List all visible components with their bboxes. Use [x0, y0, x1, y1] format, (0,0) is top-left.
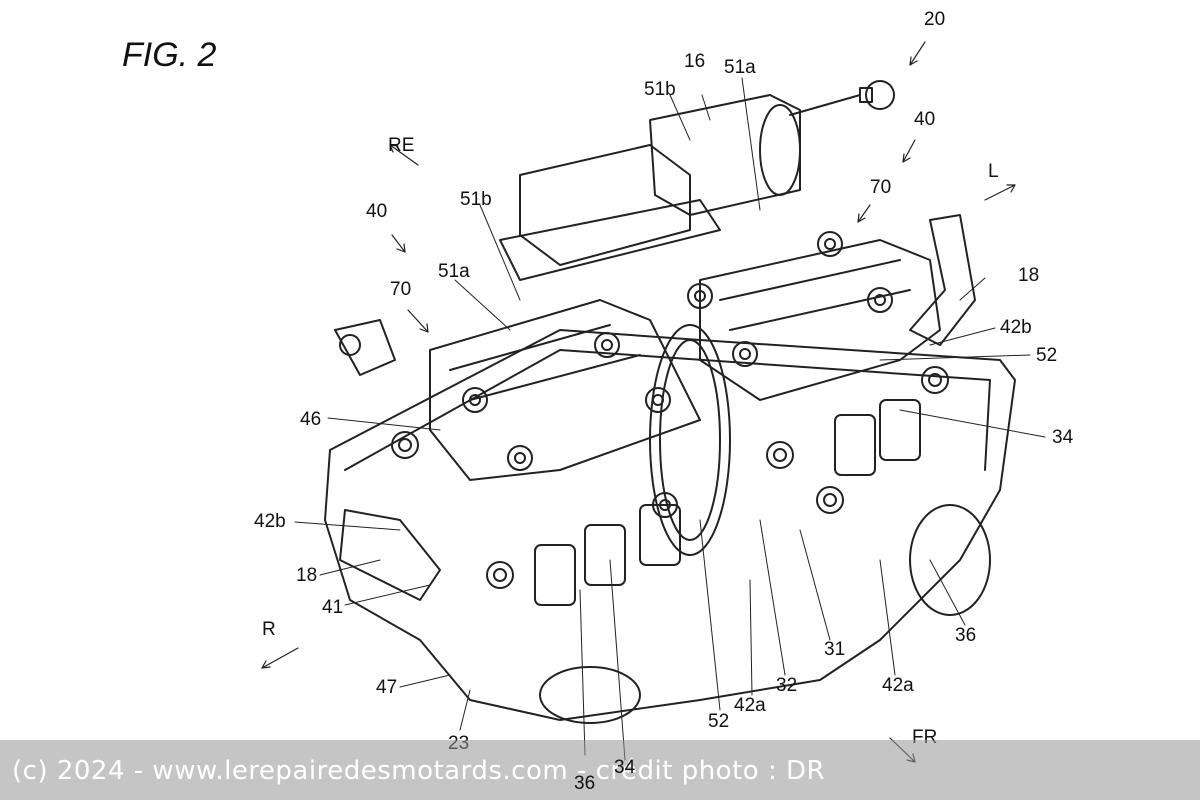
label-34: 34 [1052, 427, 1074, 448]
label-52-bottom: 52 [708, 711, 730, 732]
sensor-left [334, 319, 396, 376]
label-70-left: 70 [390, 279, 412, 300]
direction-arrows [261, 41, 1016, 763]
connector-20 [789, 94, 861, 116]
label-40-left: 40 [366, 201, 388, 222]
left-cam-housing [429, 299, 701, 481]
label-70-right: 70 [870, 177, 892, 198]
gear-housing [519, 144, 691, 266]
label-36-right: 36 [955, 625, 977, 646]
label-47: 47 [376, 677, 398, 698]
label-l: L [988, 161, 999, 182]
label-r: R [262, 619, 276, 640]
label-51a-left: 51a [438, 261, 470, 282]
label-34-bottom: 34 [614, 757, 636, 778]
label-51a-top: 51a [724, 57, 756, 78]
spark-plug-tubes [534, 399, 921, 606]
exhaust-port-front [539, 666, 641, 724]
watermark-text: (c) 2024 - www.lerepairedesmotards.com -… [12, 756, 826, 786]
label-re: RE [388, 135, 415, 156]
label-46: 46 [300, 409, 322, 430]
label-18-right: 18 [1018, 265, 1040, 286]
label-40-right: 40 [914, 109, 936, 130]
label-16: 16 [684, 51, 706, 72]
label-36-bottom: 36 [574, 773, 596, 794]
leader-lines [294, 77, 1046, 761]
intake-pipe-right [909, 214, 976, 346]
right-cam-housing [699, 239, 941, 401]
label-42b-left: 42b [254, 511, 286, 532]
label-18-left: 18 [296, 565, 318, 586]
label-41: 41 [322, 597, 344, 618]
label-51b-top: 51b [644, 79, 676, 100]
cylinder-head-outline [324, 329, 1016, 721]
bolts [391, 231, 949, 589]
label-32: 32 [776, 675, 798, 696]
actuator-16 [649, 94, 801, 216]
label-51b-left: 51b [460, 189, 492, 210]
label-31: 31 [824, 639, 846, 660]
figure-title: FIG. 2 [122, 36, 217, 74]
exhaust-port-right [909, 504, 991, 616]
label-42a-mid: 42a [734, 695, 766, 716]
intake-pipe-left [339, 509, 441, 601]
watermark-bar [0, 740, 1200, 800]
divider-disk [649, 324, 731, 556]
label-52-right: 52 [1036, 345, 1058, 366]
label-42b-right: 42b [1000, 317, 1032, 338]
label-42a-right: 42a [882, 675, 914, 696]
label-20: 20 [924, 9, 946, 30]
